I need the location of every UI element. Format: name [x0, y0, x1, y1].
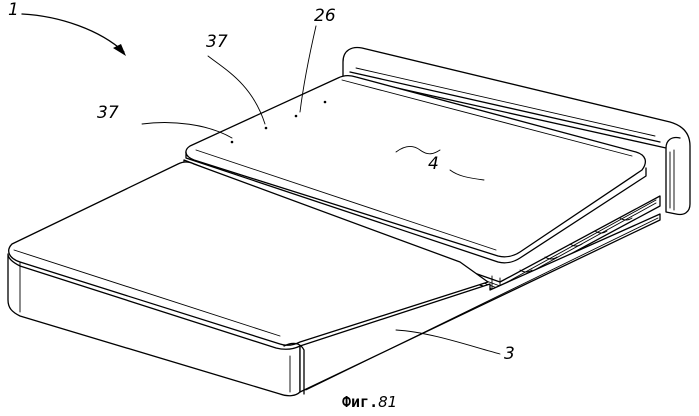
label-37-left: 37 [97, 105, 119, 122]
label-26: 26 [314, 8, 336, 25]
assembly-arrow [22, 14, 126, 56]
leader-37-top [208, 56, 265, 124]
label-3: 3 [504, 346, 515, 363]
caption-number: 81 [378, 393, 397, 411]
caption-prefix: Фиг. [342, 393, 378, 411]
label-4: 4 [428, 156, 439, 173]
label-assembly: 1 [8, 2, 19, 19]
label-37-top: 37 [206, 34, 228, 51]
figure-caption: Фиг.81 [342, 393, 397, 411]
